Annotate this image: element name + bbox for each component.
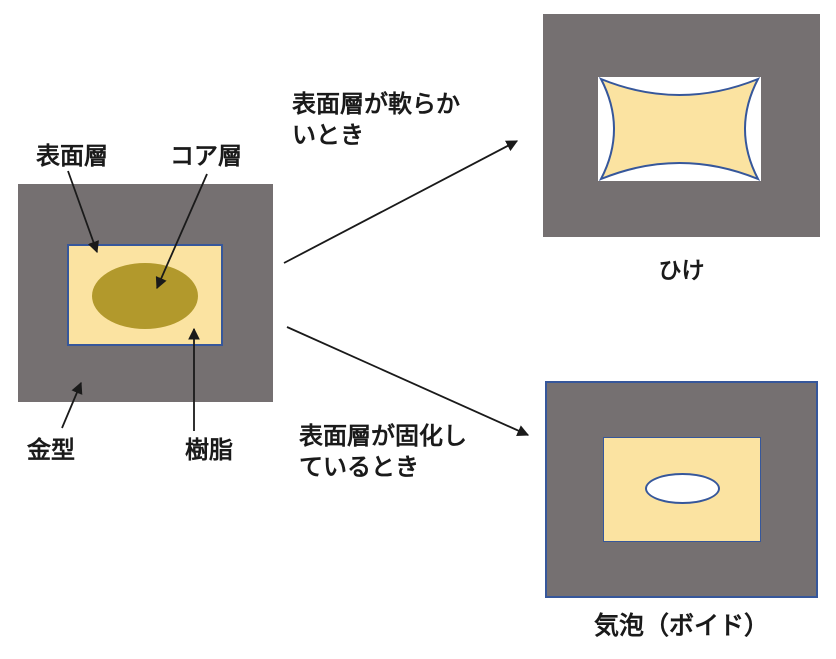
flow-arrow-to-void	[286, 326, 530, 437]
mold-label: 金型	[27, 437, 75, 464]
soft-surface-condition-text: 表面層が軟らか いとき	[292, 89, 460, 151]
core-layer-label: コア層	[170, 143, 242, 170]
solidified-surface-condition-line2: ているとき	[299, 454, 419, 482]
sink-mark-cavity-gap	[598, 77, 761, 181]
void-label: 気泡（ボイド）	[593, 612, 769, 640]
void-bubble-ellipse	[645, 473, 720, 504]
soft-surface-condition-line2: いとき	[292, 122, 364, 150]
solidified-surface-condition-text: 表面層が固化し ているとき	[299, 421, 467, 483]
surface-layer-label: 表面層	[36, 143, 108, 170]
flow-arrow-to-sink-mark	[283, 140, 519, 264]
sink-mark-label: ひけ	[658, 257, 705, 283]
core-layer-ellipse	[92, 263, 198, 329]
resin-label: 樹脂	[185, 437, 233, 464]
solidified-surface-condition-line1: 表面層が固化し	[299, 423, 467, 450]
soft-surface-condition-line1: 表面層が軟らか	[292, 91, 460, 118]
